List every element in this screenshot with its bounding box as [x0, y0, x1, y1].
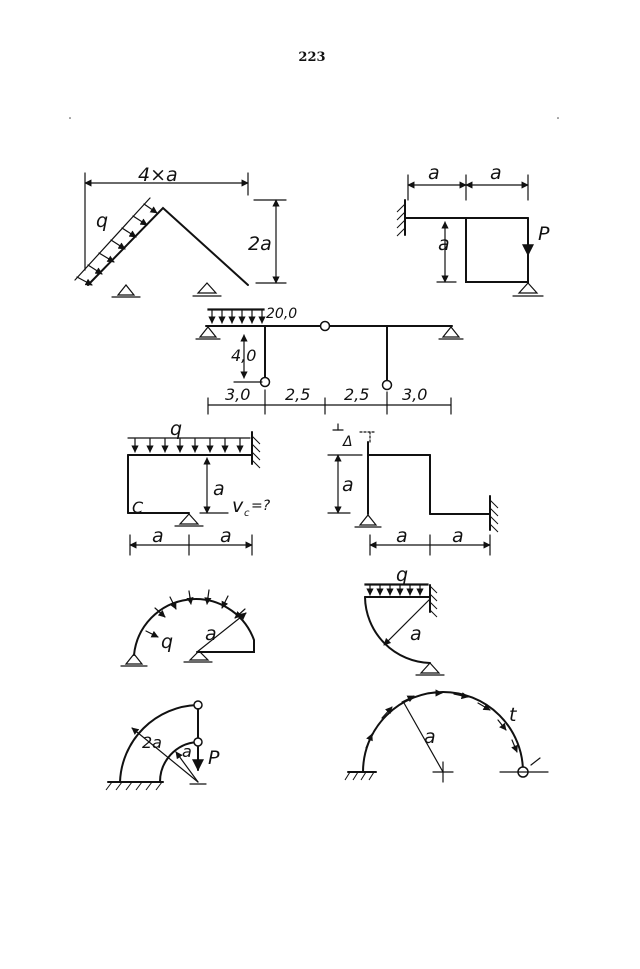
radial-load-arrows — [145, 589, 246, 638]
fig7-radius-label: a — [410, 623, 422, 645]
fig2-force-label: P — [538, 223, 550, 245]
load-arrows — [366, 584, 424, 596]
figure-6-arch — [120, 589, 255, 667]
fig5-d2: a — [452, 525, 464, 547]
frame-members — [87, 206, 249, 286]
pin-support — [174, 513, 204, 527]
load-envelope — [74, 197, 151, 281]
fig5-marker: Δ — [342, 434, 353, 450]
load-arrows — [76, 203, 158, 286]
pin-support — [512, 282, 544, 297]
fig5-height-label: a — [342, 474, 354, 496]
hinge — [381, 379, 393, 391]
load-arrows — [131, 438, 244, 453]
hinge — [319, 320, 331, 332]
frame-loop — [465, 217, 529, 283]
fig4-d1: a — [152, 525, 164, 547]
figure-2-frame — [396, 174, 544, 297]
fig5-d1: a — [396, 525, 408, 547]
fig2-left-dim: a — [428, 162, 440, 184]
fig3-d1: 3,0 — [225, 385, 250, 404]
pin-support — [192, 282, 222, 297]
speck — [557, 117, 559, 119]
fig3-d3: 2,5 — [344, 385, 369, 404]
fig6-radius-label: a — [205, 623, 217, 645]
fig8-inner-radius-label: a — [182, 742, 192, 761]
figure-1-inclined-frame — [74, 172, 287, 298]
fig4-d2: a — [220, 525, 232, 547]
fig3-height-label: 4,0 — [231, 346, 256, 365]
outer-radius-line — [131, 727, 199, 783]
load-envelope — [207, 308, 265, 311]
figure-3-multispan-frame — [195, 308, 464, 415]
pin-support — [415, 662, 445, 676]
radius-line — [196, 612, 247, 653]
pin-support — [195, 326, 221, 340]
fig4-displacement-label: v c =? — [232, 495, 271, 519]
pin-support — [120, 653, 148, 667]
fig3-load-label: 20,0 — [266, 306, 297, 322]
pin-support — [438, 326, 464, 340]
inner-radius-line — [175, 751, 199, 783]
radius-line — [383, 598, 431, 646]
load-arrows — [208, 309, 266, 324]
fig1-load-label: q — [96, 210, 108, 232]
fig9-load-label: t — [509, 704, 518, 726]
semicircle-arch — [362, 691, 524, 773]
fig1-span-label: 4×a — [138, 164, 178, 186]
radius-line — [403, 702, 444, 773]
pin-support — [183, 650, 213, 663]
fig2-right-dim: a — [490, 162, 502, 184]
pin-support — [354, 514, 382, 528]
inner-arch — [158, 741, 198, 783]
figure-5-stepped-frame — [327, 423, 499, 556]
pin-support — [111, 284, 141, 298]
fig3-d4: 3,0 — [402, 385, 427, 404]
figure-4-frame — [127, 431, 261, 556]
fig7-load-label: q — [396, 564, 408, 586]
svg-text:=?: =? — [251, 498, 271, 514]
speck — [69, 117, 71, 119]
arch — [133, 598, 255, 656]
outer-arch — [119, 704, 198, 783]
page-number: 223 — [298, 50, 326, 65]
fig6-load-label: q — [161, 631, 173, 653]
fig8-force-label: P — [208, 747, 220, 769]
figure-9-semicircle — [344, 689, 549, 783]
figure-8-double-arch — [105, 700, 207, 791]
fig1-height-label: 2a — [248, 233, 272, 255]
fig4-load-label: q — [170, 418, 182, 440]
fig2-height-dim: a — [438, 233, 450, 255]
figure-7-quarter-arch — [364, 583, 445, 676]
svg-text:c: c — [244, 508, 250, 519]
fig4-point-label: C — [132, 498, 144, 517]
fig3-d2: 2,5 — [285, 385, 310, 404]
fig8-outer-radius-label: 2a — [142, 733, 162, 752]
svg-text:v: v — [232, 495, 244, 517]
tangential-load-arrows — [365, 689, 518, 753]
fig9-radius-label: a — [424, 726, 436, 748]
fig4-height-label: a — [213, 478, 225, 500]
